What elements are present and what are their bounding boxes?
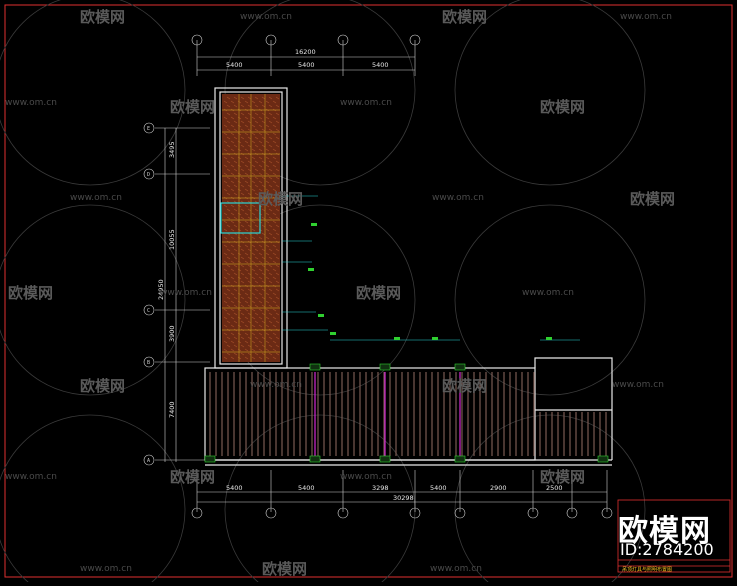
watermark-url: www.om.cn <box>160 288 212 298</box>
bottom-dim-1: 5400 <box>226 484 243 492</box>
watermark-brand: 欧模网 <box>442 8 488 26</box>
watermark-brand: 欧模网 <box>170 468 216 486</box>
row-axis-b: B <box>147 360 150 366</box>
left-dim-1: 3495 <box>168 141 176 158</box>
ceiling-grid-lines <box>222 94 280 362</box>
watermark-url: www.om.cn <box>340 472 392 482</box>
watermark-brand-large: 欧模网 <box>618 514 711 549</box>
bottom-dim-5: 2900 <box>490 484 507 492</box>
left-dimension-chain <box>155 127 210 462</box>
bottom-dim-4: 5400 <box>430 484 447 492</box>
row-axis-d: D <box>147 172 150 178</box>
watermark-brand: 欧模网 <box>8 284 54 302</box>
bottom-dim-3: 3298 <box>372 484 389 492</box>
access-panel <box>220 202 261 234</box>
watermark-url: www.om.cn <box>612 380 664 390</box>
bottom-dim-2: 5400 <box>298 484 315 492</box>
drawing-frame <box>4 4 733 578</box>
top-total-dim: 16200 <box>295 48 316 56</box>
horizontal-wing-walls <box>204 357 613 466</box>
light-fixtures <box>204 363 609 463</box>
drawing-title: 吊顶灯具与照明布置图 <box>622 566 672 573</box>
watermark-brand: 欧模网 <box>630 190 676 208</box>
top-dimension-chain <box>196 40 416 76</box>
bottom-total-dim: 30298 <box>393 494 414 502</box>
watermark-url: www.om.cn <box>5 472 57 482</box>
watermark-url: www.om.cn <box>5 98 57 108</box>
watermark-url: www.om.cn <box>340 98 392 108</box>
watermark-brand: 欧模网 <box>80 8 126 26</box>
watermark-url: www.om.cn <box>80 564 132 574</box>
watermark-brand: 欧模网 <box>540 98 586 116</box>
watermark-brand: 欧模网 <box>170 98 216 116</box>
top-dim-2: 5400 <box>298 61 315 69</box>
bottom-dimension-chain <box>196 470 608 512</box>
annotation-marks <box>308 223 552 340</box>
bottom-axis-bubbles <box>191 507 613 519</box>
annotation-leaders <box>282 195 580 341</box>
watermark-brand: 欧模网 <box>262 560 308 578</box>
watermark-brand: 欧模网 <box>442 377 488 395</box>
watermark-url: www.om.cn <box>522 288 574 298</box>
watermark-url: www.om.cn <box>432 193 484 203</box>
left-dim-2: 10055 <box>168 229 176 250</box>
bottom-dim-6: 2500 <box>546 484 563 492</box>
watermark-brand: 欧模网 <box>258 190 304 208</box>
watermark-id: ID:2784200 <box>620 540 714 559</box>
watermark-brand: 欧模网 <box>540 468 586 486</box>
watermark-brand: 欧模网 <box>356 284 402 302</box>
row-axis-e: E <box>147 126 150 132</box>
watermark-url: www.om.cn <box>240 12 292 22</box>
row-axis-bubbles <box>143 122 155 466</box>
left-total-dim: 24950 <box>157 279 165 300</box>
row-axis-c: C <box>147 308 150 314</box>
title-block <box>617 499 731 573</box>
watermark-url: www.om.cn <box>620 12 672 22</box>
watermark-url: www.om.cn <box>250 380 302 390</box>
top-dim-1: 5400 <box>226 61 243 69</box>
row-axis-a: A <box>147 458 150 464</box>
top-axis-bubbles <box>191 34 421 46</box>
watermark-brand: 欧模网 <box>80 377 126 395</box>
left-dim-3: 3900 <box>168 325 176 342</box>
lighting-strips <box>314 372 461 456</box>
left-dim-4: 7400 <box>168 401 176 418</box>
wall-slats <box>209 372 607 456</box>
watermark-url: www.om.cn <box>430 564 482 574</box>
watermark-url: www.om.cn <box>70 193 122 203</box>
top-dim-3: 5400 <box>372 61 389 69</box>
